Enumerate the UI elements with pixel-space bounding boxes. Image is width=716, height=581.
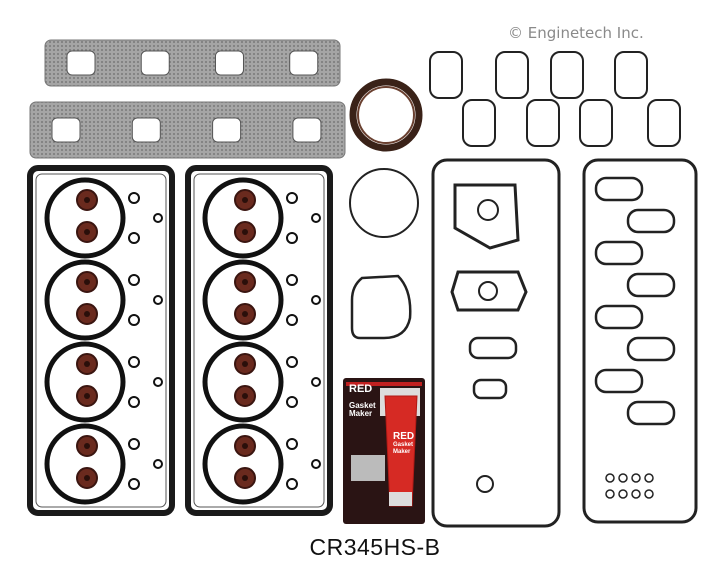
bolt-hole <box>286 356 298 368</box>
valve-cover-gasket-left <box>431 158 561 528</box>
cylinder-bore <box>202 177 284 259</box>
spark-plug-tube-seal <box>626 272 676 298</box>
bolt-hole <box>286 438 298 450</box>
cylinder-bore <box>202 259 284 341</box>
intake-manifold-gaskets <box>429 51 681 147</box>
exhaust-manifold-gasket <box>29 101 346 159</box>
o-ring <box>349 168 419 238</box>
head-gaskets <box>27 165 333 516</box>
intake-port-gasket <box>614 51 648 99</box>
throttle-body-gasket <box>350 274 412 340</box>
bolt-hole <box>128 232 140 244</box>
rtv-tube-brand: RED <box>393 431 415 442</box>
o-ring-small <box>618 489 628 499</box>
spark-plug-tube-seal <box>594 368 644 394</box>
water-hole <box>311 377 321 387</box>
port-hole <box>289 50 319 76</box>
spark-plug-tube-seal <box>626 400 676 426</box>
o-ring-small <box>631 489 641 499</box>
bolt-hole <box>128 274 140 286</box>
water-hole <box>153 295 163 305</box>
cylinder-bore <box>44 423 126 505</box>
port-hole <box>292 117 322 143</box>
valve-cover-gasket-right <box>582 158 698 524</box>
cylinder-bore <box>44 177 126 259</box>
exhaust-manifold-gasket <box>44 39 341 87</box>
o-ring-small <box>605 489 615 499</box>
exhaust-manifold-gaskets <box>29 39 346 159</box>
cylinder-bore <box>202 423 284 505</box>
valve-cover-gaskets <box>431 158 698 528</box>
water-hole <box>311 213 321 223</box>
o-ring-small <box>644 473 654 483</box>
water-hole <box>153 459 163 469</box>
port-hole <box>51 117 81 143</box>
rtv-tube-label: RED Gasket Maker <box>393 432 417 456</box>
bolt-hole <box>286 232 298 244</box>
small-gasket <box>472 378 508 400</box>
rtv-tube-product: Gasket Maker <box>393 442 414 455</box>
water-hole <box>153 213 163 223</box>
o-ring-small <box>644 489 654 499</box>
water-hole <box>311 295 321 305</box>
bolt-hole <box>286 314 298 326</box>
o-ring-small <box>631 473 641 483</box>
cylinder-bore <box>44 259 126 341</box>
bolt-hole <box>286 396 298 408</box>
port-hole <box>212 117 242 143</box>
rtv-product: Gasket Maker <box>349 401 376 418</box>
rear-main-seal <box>349 78 423 152</box>
o-ring-small <box>618 473 628 483</box>
rtv-brand: RED <box>349 383 373 395</box>
o-ring-small <box>605 473 615 483</box>
bolt-hole <box>286 274 298 286</box>
spark-plug-tube-seal <box>594 176 644 202</box>
small-gasket <box>453 183 520 250</box>
rtv-package-label: RED Gasket Maker <box>349 384 385 418</box>
spark-plug-tube-seal <box>594 304 644 330</box>
port-hole <box>131 117 161 143</box>
o-ring-small <box>476 475 494 493</box>
intake-port-gasket <box>579 99 613 147</box>
intake-port-gasket <box>495 51 529 99</box>
water-hole <box>153 377 163 387</box>
head-gasket <box>27 165 175 516</box>
bolt-hole <box>128 356 140 368</box>
intake-port-gasket <box>647 99 681 147</box>
intake-port-gasket <box>526 99 560 147</box>
head-gasket <box>185 165 333 516</box>
small-gasket <box>468 336 518 360</box>
intake-port-gasket <box>462 99 496 147</box>
cylinder-bore <box>202 341 284 423</box>
bolt-hole <box>128 396 140 408</box>
bolt-hole <box>286 478 298 490</box>
bolt-hole <box>128 314 140 326</box>
copyright-watermark: © Enginetech Inc. <box>508 24 644 42</box>
spark-plug-tube-seal <box>594 240 644 266</box>
port-hole <box>66 50 96 76</box>
bolt-hole <box>128 438 140 450</box>
port-hole <box>214 50 244 76</box>
cylinder-bore <box>44 341 126 423</box>
intake-port-gasket <box>550 51 584 99</box>
water-hole <box>311 459 321 469</box>
bolt-hole <box>128 192 140 204</box>
bolt-hole <box>286 192 298 204</box>
spark-plug-tube-seal <box>626 336 676 362</box>
bolt-hole <box>128 478 140 490</box>
port-hole <box>140 50 170 76</box>
spark-plug-tube-seal <box>626 208 676 234</box>
small-gasket <box>450 270 528 312</box>
part-number: CR345HS-B <box>309 534 441 560</box>
rtv-gasket-maker-package <box>343 378 425 524</box>
intake-port-gasket <box>429 51 463 99</box>
